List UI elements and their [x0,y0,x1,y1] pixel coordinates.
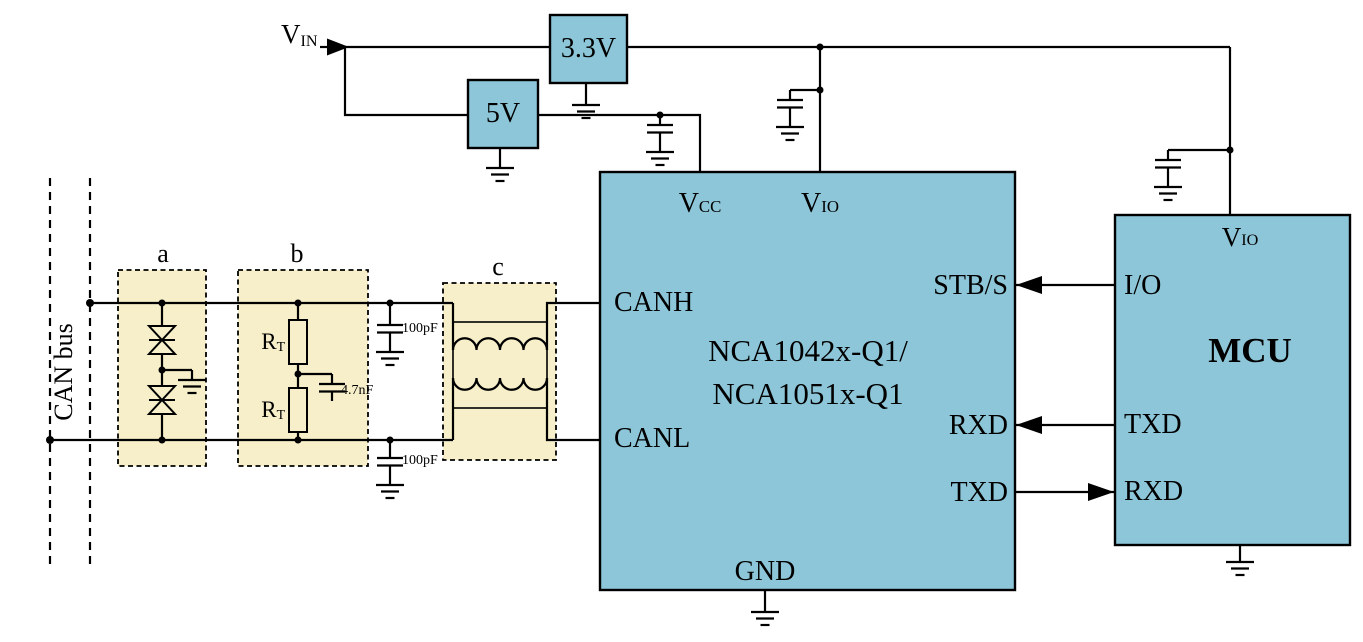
mcu-vio-decoupling-cap [1153,148,1183,179]
mcu-name: MCU [1208,331,1292,371]
txd-arrow [1088,483,1114,501]
canl-cap-value-label: 100pF [402,453,438,468]
choke-core [452,321,548,409]
resistor-rt-top [288,319,308,365]
mcu-pin-txd: TXD [1124,409,1182,440]
block-c-box [442,282,557,461]
rt-top-label: RT [261,329,285,355]
mcu-pin-io: I/O [1124,270,1162,301]
can-bus-label: CAN bus [49,323,79,421]
ground-5v [484,156,516,183]
vio-decoupling-cap [775,88,805,119]
transceiver-part-line1: NCA1042x-Q1/ [708,332,908,368]
block-b-box [237,269,369,467]
transceiver-pin-stb: STB/S [933,270,1008,301]
wire-5v-to-vcc [538,113,702,172]
block-b-label: b [290,239,304,269]
mcu-pin-rxd: RXD [1124,476,1184,507]
vin-arrow [327,38,349,56]
arrowheads [327,38,1114,501]
ground-mcu-cap [1152,175,1184,202]
wires [48,45,1242,602]
ground-vcc-cap [644,140,676,167]
ground-canh-cap [374,340,406,367]
transceiver-pin-rxd: RXD [948,410,1008,441]
transceiver-part-line2: NCA1051x-Q1 [712,375,904,411]
regulator-5v-box [466,78,540,150]
transceiver-pin-canh: CANH [614,287,694,318]
rt-bottom-label: RT [261,397,285,423]
regulator-3v3-label: 3.3V [560,33,617,65]
wire-vin-to-5v [343,47,468,117]
canh-cap-value-label: 100pF [402,321,438,336]
stb-arrow [1016,276,1042,294]
mcu-box [1113,213,1352,547]
split-cap-value-label: 4.7nF [341,383,374,398]
ground-vio-cap [774,115,806,142]
canh-filter-cap [375,313,405,344]
component-boxes [466,13,1352,592]
vcc-decoupling-cap [645,113,675,144]
ground-canl-cap [374,473,406,500]
ground-transceiver [749,600,781,627]
filter-blocks [117,269,557,467]
block-c-label: c [492,252,504,282]
ground-mcu [1224,550,1256,577]
choke-winding-bottom [451,377,549,391]
junction-dots [46,43,1234,444]
transceiver-pin-canl: CANL [614,423,691,454]
tvs-diode-top [146,325,178,342]
rxd-arrow [1016,416,1042,434]
resistor-rt-bottom [288,387,308,433]
tvs-diode-bottom [146,385,178,402]
tvs-diodes [146,325,178,415]
choke-winding-top [451,337,549,351]
transceiver-pin-gnd: GND [734,556,796,588]
transceiver-box [598,170,1017,592]
vin-label: VIN [281,19,318,50]
transceiver-pin-txd: TXD [950,477,1008,508]
block-a-label: a [157,239,169,269]
regulator-3v3-box [548,13,629,85]
canl-filter-cap [375,446,405,477]
regulator-5v-label: 5V [485,98,521,130]
